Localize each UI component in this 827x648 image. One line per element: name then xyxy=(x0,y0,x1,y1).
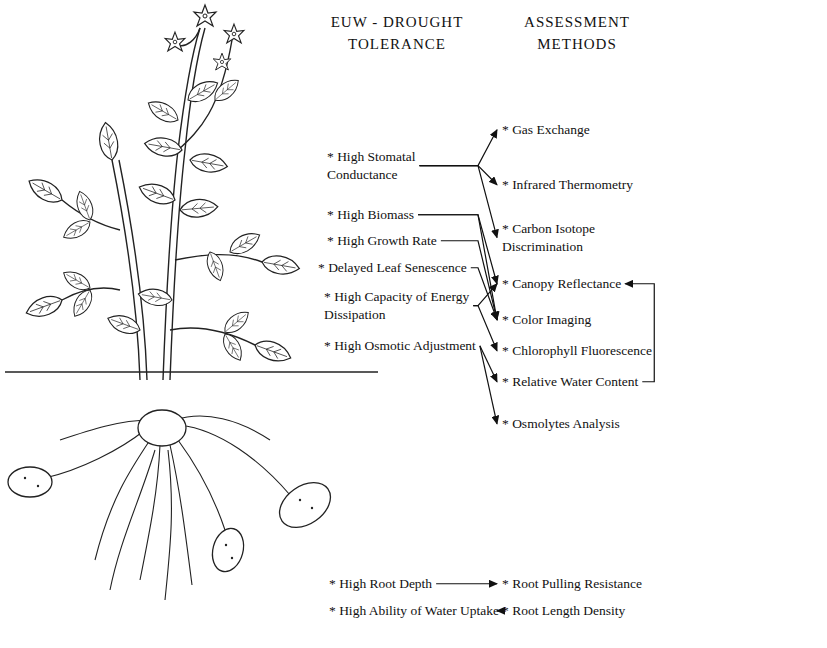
trait-item: * High Ability of Water Uptake xyxy=(327,601,501,621)
method-item: * Canopy Reflectance xyxy=(500,274,623,294)
method-item: * Root Pulling Resistance xyxy=(500,574,644,594)
item-text: * Root Pulling Resistance xyxy=(502,575,642,593)
method-item: * Gas Exchange xyxy=(500,120,592,140)
arrow-connector xyxy=(436,583,497,584)
trait-item: * High Stomatal Conductance xyxy=(325,147,441,184)
method-item: * Relative Water Content xyxy=(500,372,640,392)
item-text: * Relative Water Content xyxy=(502,373,638,391)
item-text: * Color Imaging xyxy=(502,311,591,329)
tuber-eyes xyxy=(24,477,313,559)
item-text: * Gas Exchange xyxy=(502,121,590,139)
method-item: * Infrared Thermometry xyxy=(500,175,635,195)
item-text: * High Growth Rate xyxy=(327,232,437,250)
item-text: * High Stomatal Conductance xyxy=(327,148,439,183)
arrow-connector xyxy=(480,346,497,382)
item-text: * High Ability of Water Uptake xyxy=(329,602,499,620)
item-text: * Delayed Leaf Senescence xyxy=(318,259,467,277)
arrow-connector xyxy=(473,306,497,351)
tubers xyxy=(8,410,339,575)
item-text: * Infrared Thermometry xyxy=(502,176,633,194)
column-heading: EUW - DROUGHT TOLERANCE xyxy=(312,12,482,56)
arrow-connector xyxy=(441,241,497,320)
plant-stems xyxy=(62,28,262,380)
plant-leaves xyxy=(23,75,301,366)
arrow-connector xyxy=(471,268,497,320)
trait-item: * Delayed Leaf Senescence xyxy=(316,258,469,278)
method-item: * Carbon Isotope Discrimination xyxy=(500,219,636,256)
trait-item: * High Root Depth xyxy=(327,574,434,594)
item-text: * High Biomass xyxy=(327,206,414,224)
item-text: * High Osmotic Adjustment xyxy=(324,337,476,355)
item-text: * Osmolytes Analysis xyxy=(502,415,620,433)
trait-item: * High Growth Rate xyxy=(325,231,439,251)
item-text: * Canopy Reflectance xyxy=(502,275,621,293)
item-text: * High Capacity of Energy Dissipation xyxy=(324,288,496,323)
arrow-connector xyxy=(625,284,654,382)
method-item: * Chlorophyll Fluorescence xyxy=(500,341,654,361)
method-item: * Osmolytes Analysis xyxy=(500,414,622,434)
arrow-connector xyxy=(420,166,498,185)
item-text: * Carbon Isotope Discrimination xyxy=(502,220,634,255)
trait-item: * High Biomass xyxy=(325,205,416,225)
item-text: * Chlorophyll Fluorescence xyxy=(502,342,652,360)
arrow-connector xyxy=(420,166,498,238)
column-heading: ASSESSMENT METHODS xyxy=(492,12,662,56)
plant-flowers xyxy=(165,5,244,70)
arrow-connector xyxy=(480,346,497,424)
item-text: * High Root Depth xyxy=(329,575,432,593)
arrow-connector xyxy=(473,284,497,306)
item-text: * Root Length Density xyxy=(502,602,625,620)
arrow-connector xyxy=(420,130,498,166)
method-item: * Root Length Density xyxy=(500,601,627,621)
method-item: * Color Imaging xyxy=(500,310,593,330)
trait-item: * High Capacity of Energy Dissipation xyxy=(322,287,498,324)
trait-item: * High Osmotic Adjustment xyxy=(322,336,478,356)
ground-line xyxy=(5,371,378,372)
